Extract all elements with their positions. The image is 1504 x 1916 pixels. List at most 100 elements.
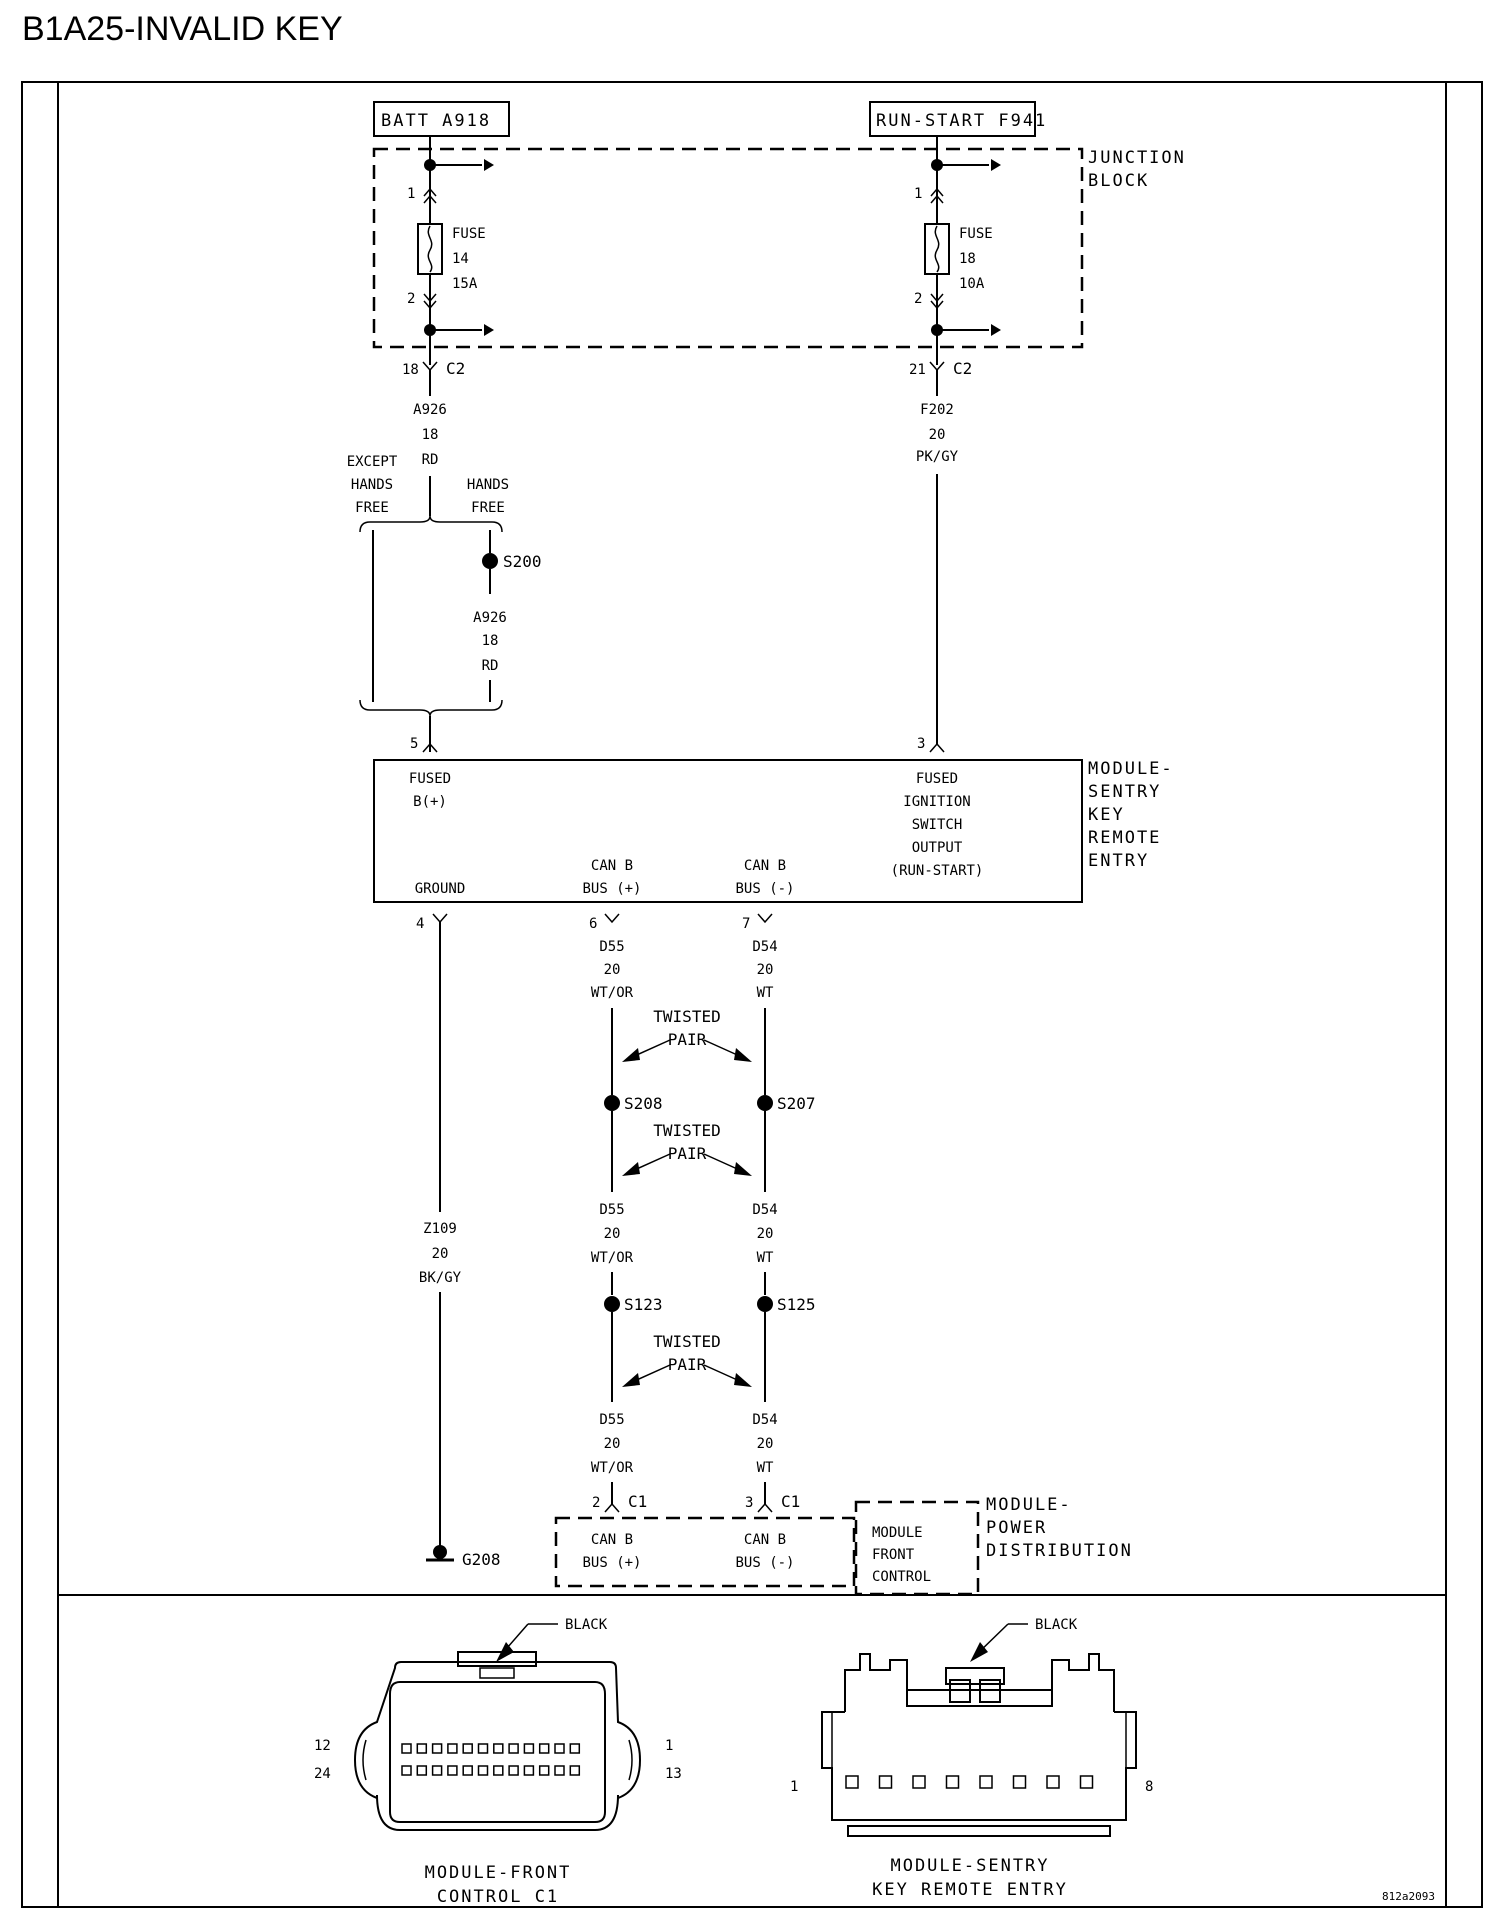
wire-d54-seg1: D54 20 WT [752, 939, 778, 1095]
skrem-pin-cavity [912, 1775, 926, 1789]
s123-label: S123 [624, 1295, 663, 1314]
except-label-1: EXCEPT [347, 454, 398, 470]
pdc-conn-b-pin: 3 [745, 1495, 753, 1511]
pdc-module: CAN B BUS (+) CAN B BUS (-) MODULE FRONT… [554, 1495, 1133, 1596]
fcm-color-label: BLACK [565, 1617, 608, 1633]
fcm-pin-cavity [554, 1765, 565, 1776]
pdc-fcm-2: FRONT [872, 1547, 915, 1563]
hands-label-1: HANDS [467, 477, 509, 493]
splice-s207: S207 [757, 1094, 816, 1113]
skrem-caption-1: MODULE-SENTRY [890, 1856, 1049, 1876]
skrem-fused-b-2: B(+) [413, 794, 447, 810]
run-start-source: RUN-START F941 [869, 101, 1045, 137]
jb-connector-right: 21 C2 [909, 359, 972, 378]
pdc-fcm-3: CONTROL [872, 1569, 931, 1585]
skrem-fused-ign-1: FUSED [916, 771, 958, 787]
twisted-pair-1-line1: TWISTED [653, 1007, 720, 1026]
fcm-pin-cavity [538, 1743, 550, 1754]
pdc-canp-2: BUS (+) [582, 1555, 641, 1571]
skrem-pin-5-label: 5 [410, 736, 418, 752]
skrem-pin-4: 4 [416, 913, 448, 932]
fcm-pin-cavity [447, 1743, 458, 1754]
a926-top-gauge: 18 [422, 427, 439, 443]
fcm-pin-cavity [569, 1743, 581, 1754]
wire-d54-seg2: D54 20 WT [752, 1202, 778, 1295]
d54-2-color: WT [757, 1250, 774, 1266]
d55-2-id: D55 [599, 1202, 624, 1218]
skrem-pin-5: 5 [410, 736, 438, 753]
junction-block: JUNCTION BLOCK [372, 147, 1184, 349]
d55-1-color: WT/OR [591, 985, 634, 1001]
z109-id: Z109 [423, 1221, 457, 1237]
fuse18-pin-out: 2 [914, 291, 922, 307]
fcm-pin-13: 13 [665, 1766, 682, 1782]
g208-label: G208 [462, 1550, 501, 1569]
batt-source-label: BATT A918 [381, 111, 491, 131]
fcm-pin-cavity [493, 1743, 504, 1754]
pdc-fcm-1: MODULE [872, 1525, 923, 1541]
jb-connector-right-pin: 21 [909, 362, 926, 378]
fcm-pin-cavity [416, 1743, 428, 1754]
skrem-canm-1: CAN B [744, 858, 786, 874]
hands-label-2: FREE [471, 500, 505, 516]
wire-a926-mid: A926 18 RD [473, 610, 507, 674]
d55-1-gauge: 20 [604, 962, 621, 978]
fcm-pin-row-top [401, 1743, 581, 1754]
z109-color: BK/GY [419, 1270, 462, 1286]
skrem-ground: GROUND [415, 881, 466, 897]
skrem-label: MODULE- SENTRY KEY REMOTE ENTRY [1088, 759, 1172, 871]
d54-3-gauge: 20 [757, 1436, 774, 1452]
ground-g208: G208 [426, 1545, 501, 1569]
twisted-pair-3-line1: TWISTED [653, 1332, 720, 1351]
pdc-label-1: MODULE- [986, 1495, 1072, 1515]
fuse14-label-1: FUSE [452, 226, 486, 242]
fcm-pin-cavity [401, 1765, 412, 1776]
fcm-pin-cavity [416, 1765, 428, 1776]
pdc-conn-a-pin: 2 [592, 1495, 600, 1511]
pdc-canp-1: CAN B [591, 1532, 633, 1548]
a926-top-id: A926 [413, 402, 447, 418]
d55-2-gauge: 20 [604, 1226, 621, 1242]
outer-frame [21, 81, 1483, 1908]
fcm-pin-cavity [538, 1765, 550, 1776]
skrem-pin-row [845, 1775, 1094, 1789]
fcm-caption-2: CONTROL C1 [437, 1887, 559, 1907]
fcm-pin-cavity [493, 1765, 504, 1776]
batt-source: BATT A918 [373, 101, 510, 137]
fuse-18: 1 FUSE 18 10A 2 [914, 159, 1001, 365]
jb-connector-left: 18 C2 [402, 359, 465, 378]
splice-s123: S123 [604, 1295, 663, 1314]
wire-f202: F202 20 PK/GY [916, 370, 959, 745]
d54-1-id: D54 [752, 939, 777, 955]
pdc-connector-a: 2 C1 [592, 1492, 647, 1513]
fcm-caption-1: MODULE-FRONT [425, 1863, 572, 1883]
pdc-label-3: DISTRIBUTION [986, 1541, 1133, 1561]
skrem-fused-ign-3: SWITCH [912, 817, 963, 833]
except-label-3: FREE [355, 500, 389, 516]
wire-z109: Z109 20 BK/GY [419, 922, 462, 1552]
skrem-pin-3-label: 3 [917, 736, 925, 752]
fcm-pin-1: 1 [665, 1738, 673, 1754]
fuse18-pin-in: 1 [914, 186, 922, 202]
jb-connector-left-name: C2 [446, 359, 465, 378]
fuse14-pin-in: 1 [407, 186, 415, 202]
page-title: B1A25-INVALID KEY [22, 10, 343, 48]
f202-gauge: 20 [929, 427, 946, 443]
s208-label: S208 [624, 1094, 663, 1113]
pdc-conn-a-name: C1 [628, 1492, 647, 1511]
skrem-pin-3: 3 [917, 736, 945, 753]
twisted-pair-3-line2: PAIR [668, 1355, 707, 1374]
fcm-pin-row-bottom [401, 1765, 581, 1776]
skrem-pin-7-label: 7 [742, 916, 750, 932]
pdc-connector-b: 3 C1 [745, 1492, 800, 1513]
splice-s208: S208 [604, 1094, 663, 1113]
skrem-pin-cavity [1046, 1775, 1060, 1789]
twisted-pair-3: TWISTED PAIR [622, 1332, 752, 1387]
f202-id: F202 [920, 402, 954, 418]
fcm-pin-cavity [447, 1765, 458, 1776]
skrem-pin-cavity [945, 1775, 960, 1789]
skrem-canp-1: CAN B [591, 858, 633, 874]
fcm-pin-cavity [477, 1743, 489, 1754]
skrem-pin-7: 7 [742, 913, 773, 932]
